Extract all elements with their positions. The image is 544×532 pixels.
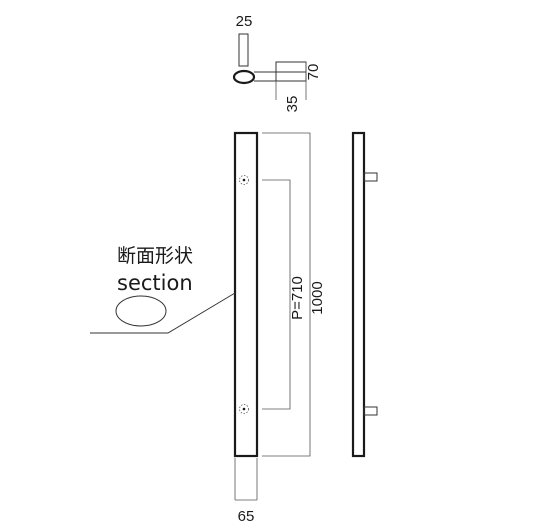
- overall-bracket: [262, 132, 311, 457]
- dim-top-height: 70: [305, 64, 322, 81]
- dim-top-width: 25: [236, 13, 253, 30]
- top-view: [232, 33, 307, 100]
- callout-leader-line: [90, 292, 236, 334]
- callout-label-en: section: [117, 271, 193, 295]
- side-standoff-bottom: [363, 406, 378, 416]
- side-standoff-top: [363, 172, 378, 182]
- dim-pitch: P=710: [289, 276, 306, 320]
- top-knob: [232, 69, 256, 85]
- pitch-bracket: [262, 179, 291, 410]
- dim-bottom-width: 65: [238, 508, 255, 525]
- screw-top-icon: [239, 175, 249, 185]
- side-bar: [351, 131, 366, 458]
- callout-label-ja: 断面形状: [117, 245, 193, 267]
- front-bar: [233, 131, 259, 458]
- side-view: [351, 131, 378, 458]
- front-view: [233, 131, 311, 501]
- section-callout: 断面形状 section: [90, 245, 236, 334]
- dim-top-depth: 35: [284, 96, 301, 113]
- screw-bottom-icon: [239, 404, 249, 414]
- top-post: [238, 33, 249, 67]
- section-ellipse: [115, 295, 167, 327]
- dim-overall-length: 1000: [309, 281, 326, 314]
